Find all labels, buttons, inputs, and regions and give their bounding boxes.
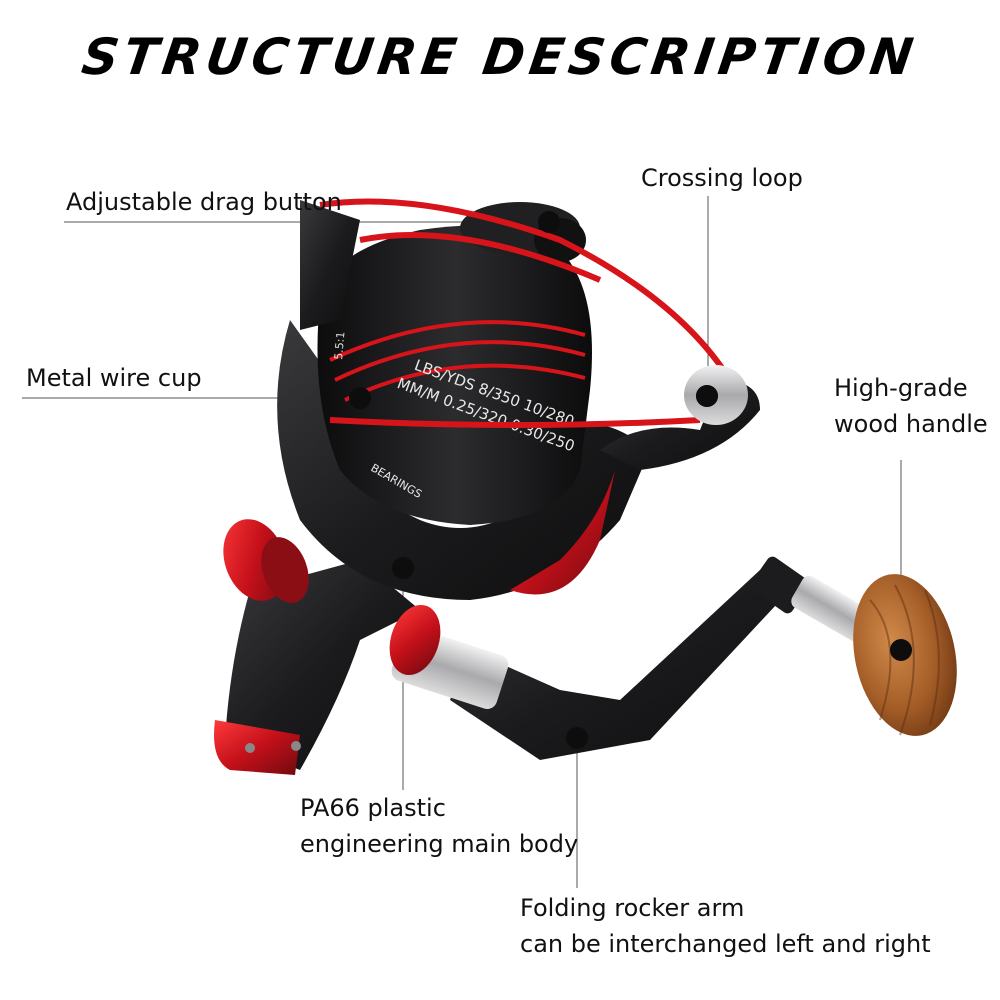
dot-rocker-arm <box>566 727 588 749</box>
label-rocker-arm: Folding rocker arm can be interchanged l… <box>520 890 931 962</box>
dot-metal-cup <box>349 387 371 409</box>
label-drag-button-text: Adjustable drag button <box>66 188 342 216</box>
label-main-body: PA66 plastic engineering main body <box>300 790 578 862</box>
label-wood-handle-line1: High-grade <box>834 374 968 402</box>
side-knob <box>223 519 309 603</box>
label-drag-button: Adjustable drag button <box>66 184 342 220</box>
label-rocker-arm-line2: can be interchanged left and right <box>520 930 931 958</box>
callout-dots <box>349 211 912 749</box>
dot-wood-handle <box>890 639 912 661</box>
label-wood-handle: High-grade wood handle <box>834 370 988 442</box>
label-metal-cup-text: Metal wire cup <box>26 364 202 392</box>
label-metal-cup: Metal wire cup <box>26 360 202 396</box>
label-main-body-line2: engineering main body <box>300 830 579 858</box>
reel-main-body <box>214 560 420 775</box>
label-crossing-loop: Crossing loop <box>641 160 803 196</box>
dot-drag-button <box>538 211 560 233</box>
bail-wire <box>319 198 733 428</box>
dot-main-body <box>392 557 414 579</box>
label-wood-handle-line2: wood handle <box>834 410 988 438</box>
label-rocker-arm-line1: Folding rocker arm <box>520 894 745 922</box>
spool-ratio-text: 5.5:1 <box>332 331 347 360</box>
label-main-body-line1: PA66 plastic <box>300 794 446 822</box>
spool: LBS/YDS 8/350 10/280 MM/M 0.25/320 0.30/… <box>317 225 592 525</box>
label-crossing-loop-text: Crossing loop <box>641 164 803 192</box>
dot-crossing-loop <box>696 385 718 407</box>
